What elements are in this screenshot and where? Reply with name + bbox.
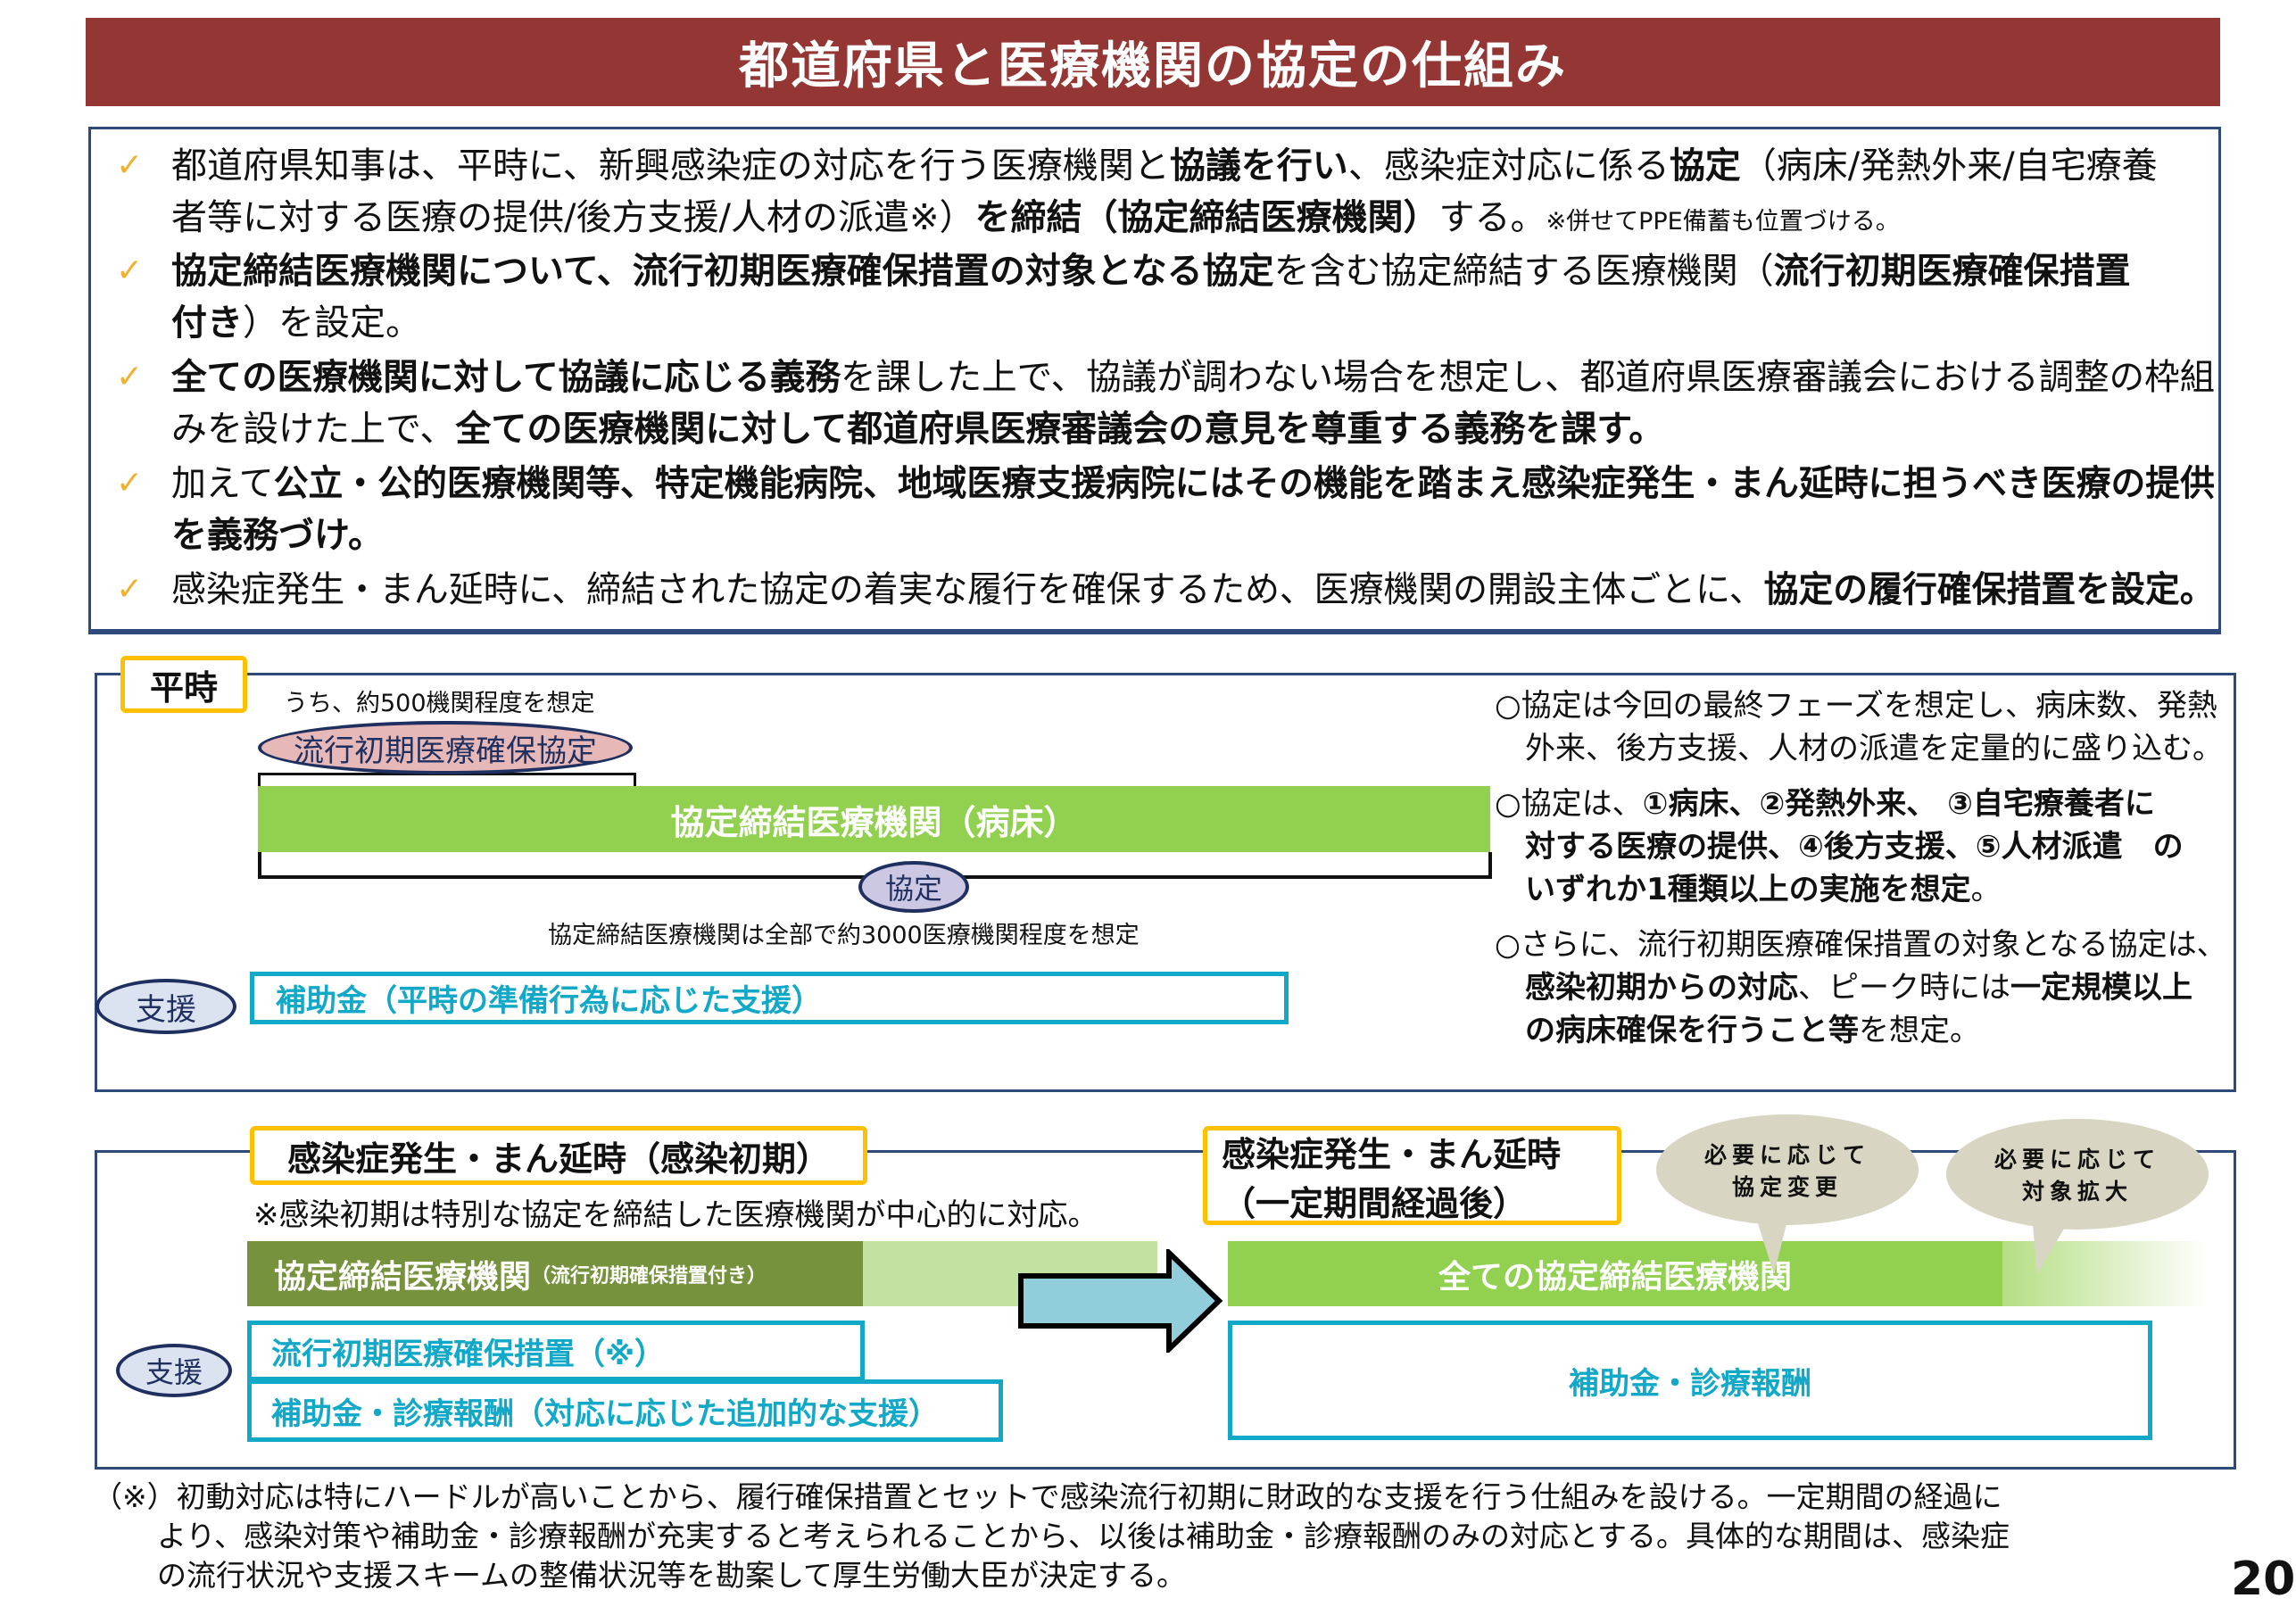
bold-text: 全ての医療機関に対して都道府県医療審議会の意見を尊重する義務を課す。 bbox=[455, 409, 1665, 450]
note-500: うち、約500機関程度を想定 bbox=[284, 690, 595, 717]
bold-text: 一定規模以上 bbox=[2010, 970, 2192, 1006]
bullet-line: みを設けた上で、全ての医療機関に対して都道府県医療審議会の意見を尊重する義務を課… bbox=[171, 403, 1664, 455]
bullet-line: 加えて公立・公的医療機関等、特定機能病院、地域医療支援病院にはその機能を踏まえ感… bbox=[171, 458, 2215, 509]
bold-text: を締結（協定締結医療機関） bbox=[974, 197, 1439, 238]
text: 外来、後方支援、人材の派遣を定量的に盛り込む。 bbox=[1495, 731, 2223, 766]
note-line: 外来、後方支援、人材の派遣を定量的に盛り込む。 bbox=[1495, 727, 2223, 770]
bold-text: 協定の履行確保措置を設定。 bbox=[1763, 569, 2215, 610]
later-phase-label: 感染症発生・まん延時 （一定期間経過後） bbox=[1203, 1126, 1621, 1225]
page-title: 都道府県と医療機関の協定の仕組み bbox=[86, 18, 2220, 106]
agreement-bar-label: 協定締結医療機関（病床） bbox=[670, 802, 1078, 842]
footnote-line: の流行状況や支援スキームの整備状況等を勘案して厚生労働大臣が決定する。 bbox=[157, 1558, 1187, 1593]
agreement-bar-beds: 協定締結医療機関（病床） bbox=[258, 786, 1490, 852]
later-phase-label-2: （一定期間経過後） bbox=[1222, 1183, 1528, 1223]
outbreak-section bbox=[95, 1150, 2236, 1470]
check-icon: ✓ bbox=[116, 147, 144, 184]
right-arrow-icon bbox=[1018, 1249, 1223, 1353]
note-line: いずれか1種類以上の実施を想定。 bbox=[1495, 868, 2002, 911]
text: 。 bbox=[1970, 872, 2002, 907]
bold-text: 協定締結医療機関について、流行初期医療確保措置の対象となる協定 bbox=[171, 251, 1274, 292]
peacetime-label: 平時 bbox=[120, 656, 247, 713]
outbreak-support-badge: 支援 bbox=[116, 1344, 232, 1397]
text: ※併せてPPE備蓄も位置づける。 bbox=[1546, 208, 1900, 236]
bullet-line: 協定締結医療機関について、流行初期医療確保措置の対象となる協定を含む協定締結する… bbox=[171, 245, 2131, 297]
bold-text: ①病床、②発熱外来、 ③自宅療養者に bbox=[1642, 786, 2155, 822]
speech-bubble-change: 必要に応じて 協定変更 bbox=[1656, 1114, 1919, 1225]
check-icon: ✓ bbox=[116, 571, 144, 608]
bubble-change-line1: 必要に応じて bbox=[1703, 1142, 1870, 1168]
note-line: 感染初期からの対応、ピーク時には一定規模以上 bbox=[1495, 966, 2192, 1009]
note-3000: 協定締結医療機関は全部で約3000医療機関程度を想定 bbox=[548, 922, 1140, 949]
later-phase-label-1: 感染症発生・まん延時 bbox=[1222, 1134, 1562, 1174]
text: を想定。 bbox=[1859, 1013, 1980, 1048]
footnote-line: （※）初動対応は特にハードルが高いことから、履行確保措置とセットで感染流行初期に… bbox=[93, 1479, 2002, 1514]
bold-text: 公立・公的医療機関等、特定機能病院、地域医療支援病院にはその機能を踏まえ感染症発… bbox=[273, 463, 2215, 504]
bold-text: 付き bbox=[171, 302, 243, 344]
text: ○協定は今回の最終フェーズを想定し、病床数、発熱 bbox=[1495, 688, 2217, 724]
footnote: （※）初動対応は特にハードルが高いことから、履行確保措置とセットで感染流行初期に… bbox=[93, 1478, 2010, 1595]
note-line: の病床確保を行うこと等を想定。 bbox=[1495, 1009, 1980, 1052]
check-icon: ✓ bbox=[116, 253, 144, 289]
early-agreement-badge: 流行初期医療確保協定 bbox=[258, 721, 633, 774]
text: 加えて bbox=[171, 463, 274, 504]
bold-text: 流行初期医療確保措置 bbox=[1773, 251, 2131, 292]
bold-text: 協議を行い bbox=[1169, 145, 1348, 186]
page-number: 20 bbox=[2231, 1553, 2296, 1606]
text: 感染症発生・まん延時に、締結された協定の着実な履行を確保するため、医療機関の開設… bbox=[171, 569, 1764, 610]
early-bar-sublabel: （流行初期確保措置付き） bbox=[531, 1264, 767, 1288]
note-line: ○さらに、流行初期医療確保措置の対象となる協定は、 bbox=[1495, 923, 2226, 966]
text: 都道府県知事は、平時に、新興感染症の対応を行う医療機関と bbox=[171, 145, 1170, 186]
text: ○さらに、流行初期医療確保措置の対象となる協定は、 bbox=[1495, 927, 2226, 963]
text: 者等に対する医療の提供/後方支援/人材の派遣※） bbox=[171, 197, 975, 238]
text: する。 bbox=[1438, 197, 1546, 238]
bullet-line: 都道府県知事は、平時に、新興感染症の対応を行う医療機関と協議を行い、感染症対応に… bbox=[171, 140, 2158, 192]
speech-bubble-expand: 必要に応じて 対象拡大 bbox=[1946, 1119, 2209, 1230]
text: 、感染症対応に係る bbox=[1347, 145, 1670, 186]
bubble-change-line2: 協定変更 bbox=[1731, 1174, 1843, 1200]
text: ）を設定。 bbox=[243, 302, 421, 344]
note-line: ○協定は今回の最終フェーズを想定し、病床数、発熱 bbox=[1495, 684, 2217, 727]
bullet-line: 者等に対する医療の提供/後方支援/人材の派遣※）を締結（協定締結医療機関）する。… bbox=[171, 192, 1900, 248]
peacetime-subsidy-box: 補助金（平時の準備行為に応じた支援） bbox=[250, 972, 1289, 1024]
peacetime-section bbox=[95, 673, 2236, 1092]
bold-text: 協定 bbox=[1669, 145, 1741, 186]
check-icon: ✓ bbox=[116, 359, 144, 395]
agreement-badge: 協定 bbox=[858, 861, 969, 913]
check-icon: ✓ bbox=[116, 465, 144, 501]
later-subsidy-box: 補助金・診療報酬 bbox=[1228, 1321, 2152, 1440]
support-badge: 支援 bbox=[95, 979, 236, 1034]
early-phase-note: ※感染初期は特別な協定を締結した医療機関が中心的に対応。 bbox=[253, 1197, 1098, 1233]
bold-text: の病床確保を行うこと等 bbox=[1495, 1013, 1859, 1048]
early-measure-box: 流行初期医療確保措置（※） bbox=[247, 1321, 865, 1381]
bold-text: 全ての医療機関に対して協議に応じる義務 bbox=[171, 357, 841, 398]
text: を課した上で、協議が調わない場合を想定し、都道府県医療審議会における調整の枠組 bbox=[840, 357, 2216, 398]
text: （病床/発熱外来/自宅療養 bbox=[1740, 145, 2158, 186]
bullet-line: 付き）を設定。 bbox=[171, 297, 421, 349]
footnote-line: より、感染対策や補助金・診療報酬が充実すると考えられることから、以後は補助金・診… bbox=[157, 1519, 2010, 1553]
summary-box: ✓ 都道府県知事は、平時に、新興感染症の対応を行う医療機関と協議を行い、感染症対応… bbox=[88, 127, 2221, 632]
early-phase-label: 感染症発生・まん延時（感染初期） bbox=[250, 1126, 867, 1185]
text: を含む協定締結する医療機関（ bbox=[1273, 251, 1774, 292]
note-line: 対する医療の提供、④後方支援、⑤人材派遣 の bbox=[1495, 825, 2184, 868]
all-agreement-bar: 全ての協定締結医療機関 bbox=[1228, 1241, 2002, 1306]
bullet-line: を義務づけ。 bbox=[171, 509, 384, 561]
text: 、ピーク時には bbox=[1798, 970, 2010, 1006]
text: みを設けた上で、 bbox=[171, 409, 456, 450]
all-agreement-bar-label: 全ての協定締結医療機関 bbox=[1438, 1258, 1792, 1296]
text: ○協定は、 bbox=[1495, 786, 1643, 822]
early-bar-label: 協定締結医療機関 bbox=[274, 1258, 532, 1296]
bubble-expand-line1: 必要に応じて bbox=[1993, 1147, 2160, 1172]
early-agreement-bar: 協定締結医療機関 （流行初期確保措置付き） bbox=[247, 1241, 863, 1306]
early-subsidy-box: 補助金・診療報酬（対応に応じた追加的な支援） bbox=[247, 1379, 1003, 1442]
bullet-line: 感染症発生・まん延時に、締結された協定の着実な履行を確保するため、医療機関の開設… bbox=[171, 564, 2215, 616]
bold-text: いずれか1種類以上の実施を想定 bbox=[1495, 872, 1971, 907]
bold-text: 対する医療の提供、④後方支援、⑤人材派遣 の bbox=[1495, 829, 2184, 865]
note-line: ○協定は、①病床、②発熱外来、 ③自宅療養者に bbox=[1495, 783, 2155, 825]
bold-text: 感染初期からの対応 bbox=[1495, 970, 1798, 1006]
bullet-line: 全ての医療機関に対して協議に応じる義務を課した上で、協議が調わない場合を想定し、… bbox=[171, 352, 2215, 403]
bold-text: を義務づけ。 bbox=[171, 515, 384, 556]
bubble-expand-line2: 対象拡大 bbox=[2021, 1179, 2133, 1205]
